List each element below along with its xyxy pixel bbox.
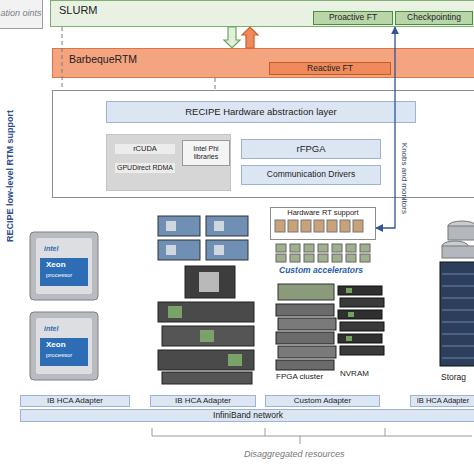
node-text: Proactive FT [329, 13, 377, 22]
node-text: rCUDA [115, 144, 175, 154]
chip-brand: intel [44, 325, 58, 333]
rt-chips [275, 220, 363, 232]
library-group: rCUDA GPUDirect RDMA Intel Phi libraries [106, 134, 231, 191]
feature-box: Checkpointing [395, 11, 473, 25]
adapter-box: IB HCA Adapter [410, 395, 474, 407]
nvram-modules [338, 286, 384, 355]
part-name: Custom accelerators [279, 266, 363, 275]
chip-brand: intel [44, 245, 58, 253]
node-text: Communication Drivers [267, 170, 355, 179]
chip-model: Xeon [46, 261, 66, 270]
phi-cards [158, 216, 254, 384]
feature-box: Reactive FT [269, 62, 391, 75]
adapter-box: IB HCA Adapter [20, 395, 130, 407]
node-text: SLURM [59, 4, 98, 16]
edge-label: Knobs and monitors [399, 142, 408, 213]
runtime-band: BarbequeRTM Reactive FT [52, 48, 474, 78]
node-text: Hardware RT support [287, 209, 358, 217]
node-text: RECIPE low-level RTM support [6, 91, 16, 261]
node-text: Intel Phi libraries [183, 145, 229, 160]
node-text: InfiniBand network [213, 411, 283, 420]
adapter-box: Custom Adapter [265, 395, 380, 407]
node-text: IB HCA Adapter [417, 397, 470, 405]
block-arrow [242, 27, 258, 48]
layer-frame: RECIPE low-level RTM supportRECIPE Hardw… [52, 90, 474, 198]
fpga-cluster [276, 284, 336, 370]
support-box: Hardware RT support [270, 207, 376, 240]
dashed-link [62, 27, 63, 90]
part-name: Storag [441, 373, 466, 382]
node-text: RECIPE Hardware abstraction layer [185, 107, 337, 117]
storage-rack [440, 221, 474, 366]
dashed-link [215, 78, 216, 90]
layer-box: RECIPE Hardware abstraction layer [106, 101, 416, 123]
node-text: BarbequeRTM [69, 54, 137, 66]
resource-bracket [152, 428, 472, 444]
accelerator-grid [276, 244, 370, 262]
node-text: IB HCA Adapter [47, 397, 103, 406]
adapter-box: IB HCA Adapter [150, 395, 256, 407]
node-text: Reactive FT [307, 64, 353, 73]
control-line [376, 27, 395, 228]
node-text: ation oints [0, 9, 41, 19]
part-name: NVRAM [340, 370, 369, 379]
node-text: rFPGA [296, 144, 325, 154]
library-box: Intel Phi libraries [182, 140, 230, 166]
cropped-box: ation oints [0, 0, 43, 29]
block-arrow [224, 27, 240, 48]
chip-model: processor [46, 352, 72, 359]
chip-model: processor [46, 272, 72, 279]
node-text: IB HCA Adapter [175, 397, 231, 406]
driver-box: rFPGA [241, 139, 381, 159]
scheduler-band: SLURM Proactive FT Checkpointing [50, 0, 474, 27]
driver-box: Communication Drivers [241, 165, 381, 185]
network-bar: InfiniBand network [20, 409, 474, 422]
node-text: Custom Adapter [294, 397, 351, 406]
node-text: GPUDirect RDMA [115, 163, 175, 173]
group-note: Disaggregated resources [244, 450, 345, 460]
feature-box: Proactive FT [313, 11, 393, 25]
chip-model: Xeon [46, 341, 66, 350]
part-name: FPGA cluster [276, 373, 323, 382]
node-text: Checkpointing [407, 13, 461, 22]
cpu-chip [30, 232, 98, 380]
